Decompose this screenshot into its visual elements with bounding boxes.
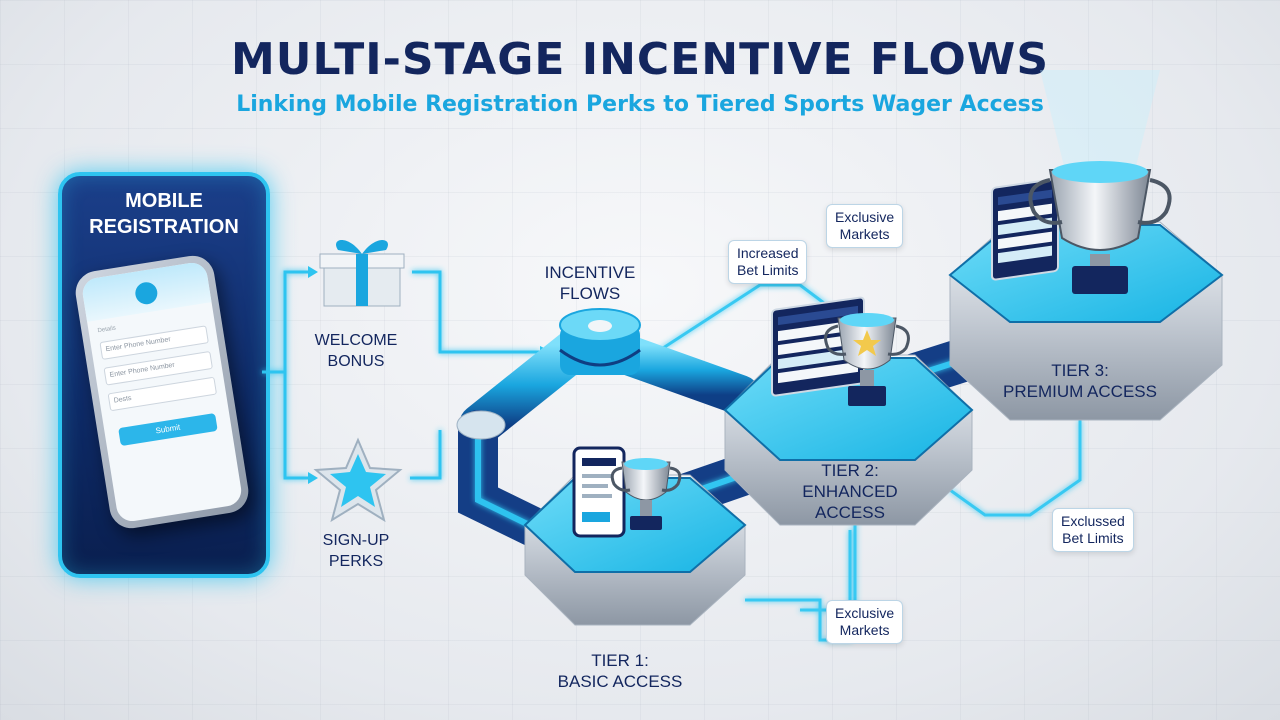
tier1-label: TIER 1: BASIC ACCESS: [540, 650, 700, 692]
mobile-registration-title-line1: MOBILE: [125, 190, 203, 212]
callout-exclusive-bottom-line1: Exclusive: [835, 605, 895, 621]
trophy-icon-tier3: [1028, 161, 1172, 294]
incentive-flows-label: INCENTIVE FLOWS: [520, 262, 660, 304]
welcome-bonus-line1: WELCOME: [314, 332, 398, 349]
welcome-bonus-line2: BONUS: [327, 353, 385, 370]
callout-exclusive-top-line1: Exclusive: [835, 209, 895, 225]
arrow-head-signup: [308, 472, 318, 484]
signup-perks-line2: PERKS: [328, 553, 384, 570]
trophy-icon-tier1: [610, 458, 682, 530]
connector-welcome-to-hub: [412, 270, 540, 354]
callout-exclussed-line2: Bet Limits: [1062, 530, 1124, 546]
callout-exclussed-line1: Exclussed: [1061, 513, 1125, 529]
callout-exclusive-top-line2: Markets: [839, 226, 890, 242]
tier3-label: TIER 3: PREMIUM ACCESS: [990, 360, 1170, 402]
welcome-bonus-label: WELCOME BONUS: [296, 330, 416, 372]
incentive-hub: [456, 308, 641, 440]
callout-exclussed-bet-limits: Exclussed Bet Limits: [1052, 508, 1134, 552]
trophy-icon-tier2: [824, 313, 910, 406]
tier3-line2: PREMIUM ACCESS: [1003, 382, 1157, 401]
page-title: MULTI-STAGE INCENTIVE FLOWS: [230, 34, 1050, 85]
signup-perks-label: SIGN-UP PERKS: [296, 530, 416, 572]
tier3-line1: TIER 3:: [1051, 361, 1109, 380]
tier1-line1: TIER 1:: [591, 651, 649, 670]
callout-exclusive-markets-bottom: Exclusive Markets: [826, 600, 904, 644]
mobile-registration-title: MOBILE REGISTRATION: [58, 188, 270, 240]
incentive-flows-line2: FLOWS: [559, 284, 621, 303]
page-subtitle: Linking Mobile Registration Perks to Tie…: [236, 92, 1044, 117]
trophy-glow: [1040, 70, 1160, 190]
callout-increased-line2: Bet Limits: [737, 262, 799, 278]
star-icon: [313, 437, 403, 523]
arrow-head-welcome: [308, 266, 318, 278]
tier2-line1: TIER 2:: [821, 461, 879, 480]
incentive-flows-line1: INCENTIVE: [544, 263, 636, 282]
connector-signup-to-hub: [410, 430, 442, 480]
gift-icon: [319, 240, 405, 307]
registration-connectors: [262, 270, 540, 480]
signup-perks-line1: SIGN-UP: [322, 532, 390, 549]
connector-to-signup: [262, 370, 308, 480]
mobile-registration-title-line2: REGISTRATION: [89, 216, 239, 238]
tier2-line2: ENHANCED: [802, 482, 898, 501]
callout-increased-bet-limits: Increased Bet Limits: [728, 240, 808, 284]
callout-exclusive-markets-top: Exclusive Markets: [826, 204, 904, 248]
callout-increased-line1: Increased: [737, 245, 799, 261]
tier2-line3: ACCESS: [815, 503, 885, 522]
leaderboard-icon-tier3: [991, 178, 1059, 281]
callout-exclusive-bottom-line2: Markets: [839, 622, 890, 638]
document-icon: [572, 446, 626, 538]
tier2-label: TIER 2: ENHANCED ACCESS: [780, 460, 920, 523]
tier1-line2: BASIC ACCESS: [557, 672, 683, 691]
